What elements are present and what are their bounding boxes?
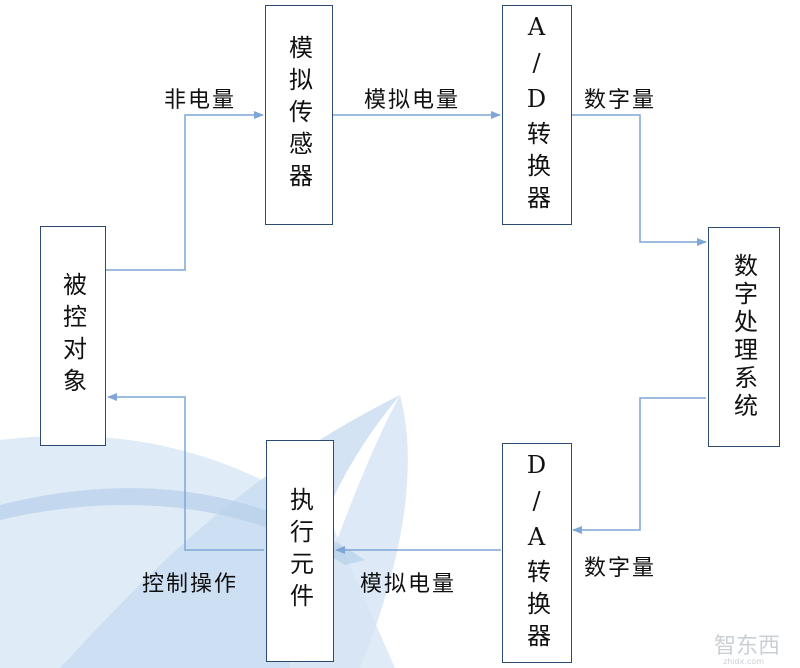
- node-da-converter: D/A转换器: [502, 443, 572, 663]
- node-controlled-object: 被控对象: [40, 226, 106, 446]
- edge-label-sensor-to-adc: 模拟电量: [364, 88, 461, 113]
- node-ad-converter-label: A/D转换器: [522, 13, 551, 217]
- node-digital-processor-label: 数字处理系统: [729, 253, 758, 421]
- edge-actuator-to-plant: [107, 393, 264, 551]
- edge-adc-to-processor: [572, 114, 707, 246]
- node-controlled-object-label: 被控对象: [58, 272, 87, 400]
- watermark-logo: 智东西: [713, 634, 780, 659]
- watermark-url: zhidx.com: [723, 657, 764, 666]
- node-ad-converter: A/D转换器: [502, 5, 572, 225]
- edge-label-dac-to-actuator: 模拟电量: [360, 572, 457, 597]
- edge-label-actuator-to-plant: 控制操作: [142, 572, 239, 597]
- node-actuator: 执行元件: [266, 440, 334, 662]
- edge-label-adc-to-processor: 数字量: [584, 88, 657, 113]
- node-digital-processor: 数字处理系统: [708, 227, 780, 447]
- edge-label-plant-to-sensor: 非电量: [164, 88, 237, 113]
- node-actuator-label: 执行元件: [285, 487, 314, 615]
- edge-label-processor-to-dac: 数字量: [584, 556, 657, 581]
- node-analog-sensor-label: 模拟传感器: [284, 35, 313, 195]
- node-da-converter-label: D/A转换器: [522, 451, 551, 655]
- edge-processor-to-dac: [572, 397, 706, 534]
- node-analog-sensor: 模拟传感器: [265, 5, 333, 225]
- edge-plant-to-sensor: [106, 111, 264, 271]
